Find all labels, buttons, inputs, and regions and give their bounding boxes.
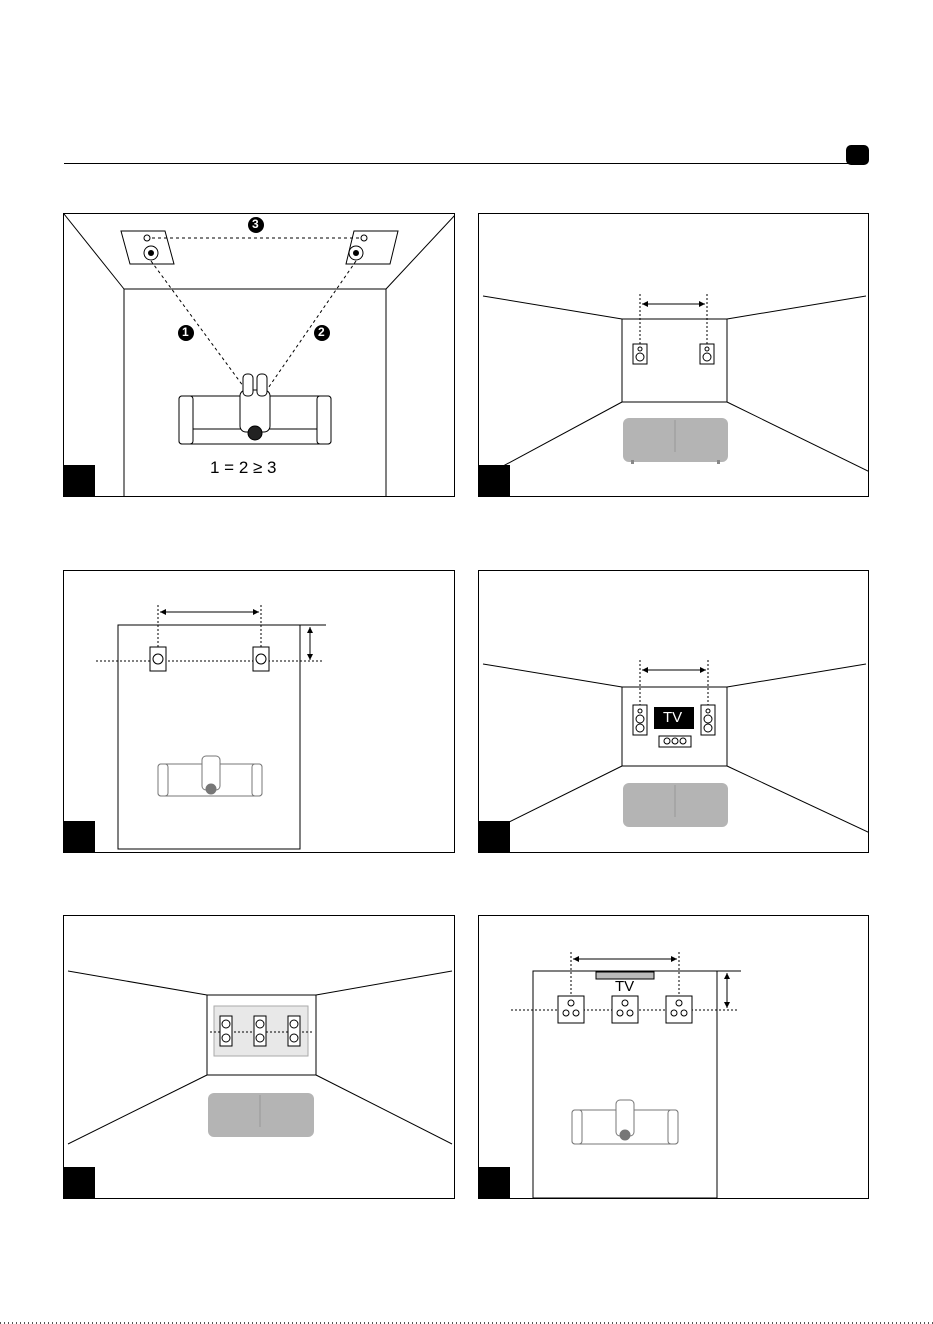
room-plan bbox=[64, 571, 455, 853]
panel-corner-marker bbox=[64, 465, 95, 496]
listener-figure bbox=[240, 374, 270, 440]
left-front-speaker bbox=[633, 344, 647, 364]
panel-top-view-tv: TV bbox=[478, 915, 869, 1199]
sofa-front bbox=[208, 1093, 314, 1137]
right-speaker bbox=[288, 1016, 300, 1046]
room-perspective bbox=[479, 214, 869, 497]
center-speaker bbox=[659, 736, 691, 747]
marker-2: 2 bbox=[318, 325, 325, 339]
marker-3: 3 bbox=[252, 217, 259, 231]
left-speaker-plan bbox=[558, 996, 584, 1023]
marker-1: 1 bbox=[182, 325, 189, 339]
distance-formula: 1 = 2 ≥ 3 bbox=[210, 458, 277, 478]
right-speaker-plan bbox=[253, 647, 269, 671]
room-top-view bbox=[64, 214, 455, 497]
right-speaker-plan bbox=[666, 996, 692, 1023]
panel-corner-marker bbox=[479, 1167, 510, 1198]
right-front-speaker bbox=[700, 344, 714, 364]
panel-corner-marker bbox=[64, 821, 95, 852]
panel-front-three bbox=[63, 915, 455, 1199]
panel-corner-marker bbox=[479, 465, 510, 496]
panel-corner-marker bbox=[479, 821, 510, 852]
page-tab bbox=[846, 145, 869, 165]
left-speaker bbox=[121, 231, 174, 264]
panel-front-tv: TV bbox=[478, 570, 869, 853]
panel-top-view-distance: 3 1 2 1 = 2 ≥ 3 bbox=[63, 213, 455, 497]
left-speaker bbox=[220, 1016, 232, 1046]
listener-plan bbox=[202, 756, 220, 794]
left-front-speaker bbox=[633, 705, 647, 735]
panel-front-stereo bbox=[478, 213, 869, 497]
listener-plan bbox=[616, 1100, 634, 1140]
panel-top-view-spacing bbox=[63, 570, 455, 853]
tv-label: TV bbox=[615, 978, 634, 995]
left-speaker-plan bbox=[150, 647, 166, 671]
panel-corner-marker bbox=[64, 1167, 95, 1198]
center-speaker bbox=[254, 1016, 266, 1046]
header-rule bbox=[64, 163, 852, 164]
center-speaker-plan bbox=[612, 996, 638, 1023]
room-plan-tv bbox=[479, 916, 869, 1199]
right-speaker bbox=[346, 231, 398, 264]
room-three-speakers bbox=[64, 916, 455, 1199]
tv-label: TV bbox=[663, 709, 682, 726]
right-front-speaker bbox=[701, 705, 715, 735]
